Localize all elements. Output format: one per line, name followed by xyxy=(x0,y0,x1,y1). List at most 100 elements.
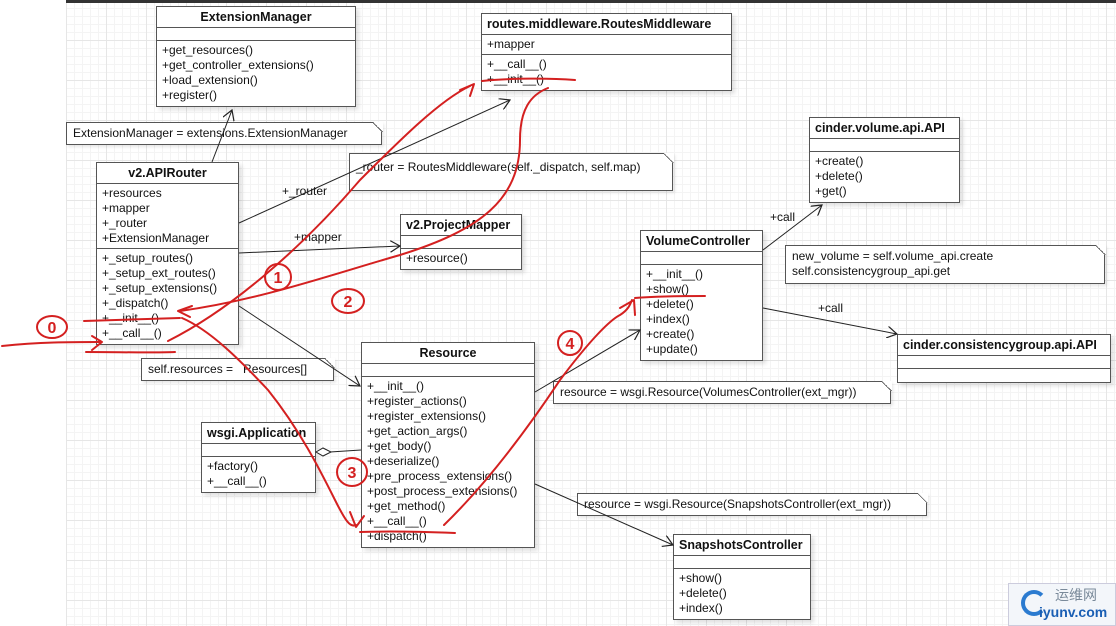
class-operations xyxy=(898,369,1110,382)
class-operation: +__call__() xyxy=(102,326,162,340)
class-name: wsgi.Application xyxy=(202,423,315,444)
class-operations: +_setup_routes()+_setup_ext_routes()+_se… xyxy=(97,249,238,344)
class-attribute: +mapper xyxy=(487,37,535,51)
class-operation: +__call__() xyxy=(207,474,267,488)
class-snapshots-controller[interactable]: SnapshotsController +show()+delete()+ind… xyxy=(673,534,811,620)
class-name: ExtensionManager xyxy=(157,7,355,28)
class-attributes xyxy=(157,28,355,41)
class-operation: +delete() xyxy=(646,297,694,311)
class-name: cinder.consistencygroup.api.API xyxy=(898,335,1110,356)
note-volumes-resource: resource = wsgi.Resource(VolumesControll… xyxy=(553,380,892,404)
association-label-call-volume-api: +call xyxy=(770,210,796,224)
class-attribute: +mapper xyxy=(102,201,150,215)
class-name: routes.middleware.RoutesMiddleware xyxy=(482,14,731,35)
class-operation: +delete() xyxy=(679,586,727,600)
class-resource[interactable]: Resource +__init__()+register_actions()+… xyxy=(361,342,535,548)
class-attributes xyxy=(401,236,521,249)
class-operations: +get_resources()+get_controller_extensio… xyxy=(157,41,355,106)
class-operation: +__init__() xyxy=(646,267,704,281)
class-operations: +create()+delete()+get() xyxy=(810,152,959,202)
step-0-circle xyxy=(36,315,68,339)
association-label-router: +_router xyxy=(282,184,328,198)
class-extension-manager[interactable]: ExtensionManager +get_resources()+get_co… xyxy=(156,6,356,107)
class-name: v2.ProjectMapper xyxy=(401,215,521,236)
class-attributes xyxy=(362,364,534,377)
class-operation: +index() xyxy=(646,312,690,326)
class-wsgi-application[interactable]: wsgi.Application +factory()+__call__() xyxy=(201,422,316,493)
class-operation: +get_method() xyxy=(367,499,446,513)
class-volume-api[interactable]: cinder.volume.api.API +create()+delete()… xyxy=(809,117,960,203)
note-router: _router = RoutesMiddleware(self._dispatc… xyxy=(349,152,674,191)
class-attributes xyxy=(641,252,762,265)
class-operation: +get_resources() xyxy=(162,43,254,57)
class-attributes: +resources+mapper+_router+ExtensionManag… xyxy=(97,184,238,249)
class-operation: +_dispatch() xyxy=(102,296,169,310)
class-name: Resource xyxy=(362,343,534,364)
class-attributes: +mapper xyxy=(482,35,731,55)
class-attribute: +resources xyxy=(102,186,162,200)
class-operation: +get_body() xyxy=(367,439,432,453)
class-api-router[interactable]: v2.APIRouter +resources+mapper+_router+E… xyxy=(96,162,239,345)
class-operation: +__init__() xyxy=(487,72,545,86)
class-operation: +deserialize() xyxy=(367,454,440,468)
class-operation: +dispatch() xyxy=(367,529,427,543)
class-attribute: +_router xyxy=(102,216,148,230)
class-operation: +show() xyxy=(646,282,690,296)
association-label-mapper: +mapper xyxy=(294,230,342,244)
note-extension-manager: ExtensionManager = extensions.ExtensionM… xyxy=(66,121,383,145)
class-routes-middleware[interactable]: routes.middleware.RoutesMiddleware +mapp… xyxy=(481,13,732,91)
class-operation: +update() xyxy=(646,342,698,356)
class-operation: +create() xyxy=(646,327,695,341)
watermark-cn-text: 运维网 xyxy=(1055,587,1097,603)
note-volume-api: new_volume = self.volume_api.create self… xyxy=(785,244,1106,284)
step-0-label: 0 xyxy=(48,320,57,337)
class-operation: +__call__() xyxy=(487,57,547,71)
class-operations: +__init__()+register_actions()+register_… xyxy=(362,377,534,547)
class-operation: +resource() xyxy=(406,251,468,265)
class-operations: +resource() xyxy=(401,249,521,269)
class-operation: +_setup_ext_routes() xyxy=(102,266,216,280)
class-operation: +get_action_args() xyxy=(367,424,468,438)
class-operations: +__call__()+__init__() xyxy=(482,55,731,90)
class-operation: +__init__() xyxy=(102,311,160,325)
class-operation: +__call__() xyxy=(367,514,427,528)
class-operation: +pre_process_extensions() xyxy=(367,469,513,483)
class-operation: +get_controller_extensions() xyxy=(162,58,314,72)
class-consistencygroup-api[interactable]: cinder.consistencygroup.api.API xyxy=(897,334,1111,383)
class-operation: +_setup_extensions() xyxy=(102,281,218,295)
class-operation: +create() xyxy=(815,154,864,168)
canvas-top-border xyxy=(66,0,1116,3)
class-attributes xyxy=(898,356,1110,369)
class-name: VolumeController xyxy=(641,231,762,252)
class-name: v2.APIRouter xyxy=(97,163,238,184)
class-operation: +index() xyxy=(679,601,723,615)
class-volume-controller[interactable]: VolumeController +__init__()+show()+dele… xyxy=(640,230,763,361)
note-snapshots-resource: resource = wsgi.Resource(SnapshotsContro… xyxy=(577,492,928,516)
watermark-en-text: iyunv.com xyxy=(1039,604,1108,620)
class-operations: +factory()+__call__() xyxy=(202,457,315,492)
class-operation: +show() xyxy=(679,571,723,585)
class-operation: +load_extension() xyxy=(162,73,258,87)
association-label-call-consistencygroup-api: +call xyxy=(818,301,844,315)
note-resources: self.resources = Resources[] xyxy=(141,357,335,381)
class-operations: +__init__()+show()+delete()+index()+crea… xyxy=(641,265,762,360)
class-operation: +get() xyxy=(815,184,847,198)
class-attributes xyxy=(674,556,810,569)
class-operation: +register_extensions() xyxy=(367,409,487,423)
class-operation: +post_process_extensions() xyxy=(367,484,518,498)
class-attribute: +ExtensionManager xyxy=(102,231,210,245)
class-attributes xyxy=(202,444,315,457)
class-attributes xyxy=(810,139,959,152)
class-name: SnapshotsController xyxy=(674,535,810,556)
class-operation: +factory() xyxy=(207,459,259,473)
class-operations: +show()+delete()+index() xyxy=(674,569,810,619)
class-operation: +__init__() xyxy=(367,379,425,393)
class-operation: +register_actions() xyxy=(367,394,467,408)
class-operation: +register() xyxy=(162,88,218,102)
class-name: cinder.volume.api.API xyxy=(810,118,959,139)
class-operation: +_setup_routes() xyxy=(102,251,194,265)
watermark-logo-icon xyxy=(1021,590,1047,616)
class-project-mapper[interactable]: v2.ProjectMapper +resource() xyxy=(400,214,522,270)
class-operation: +delete() xyxy=(815,169,863,183)
watermark: 运维网 iyunv.com xyxy=(1008,583,1116,626)
